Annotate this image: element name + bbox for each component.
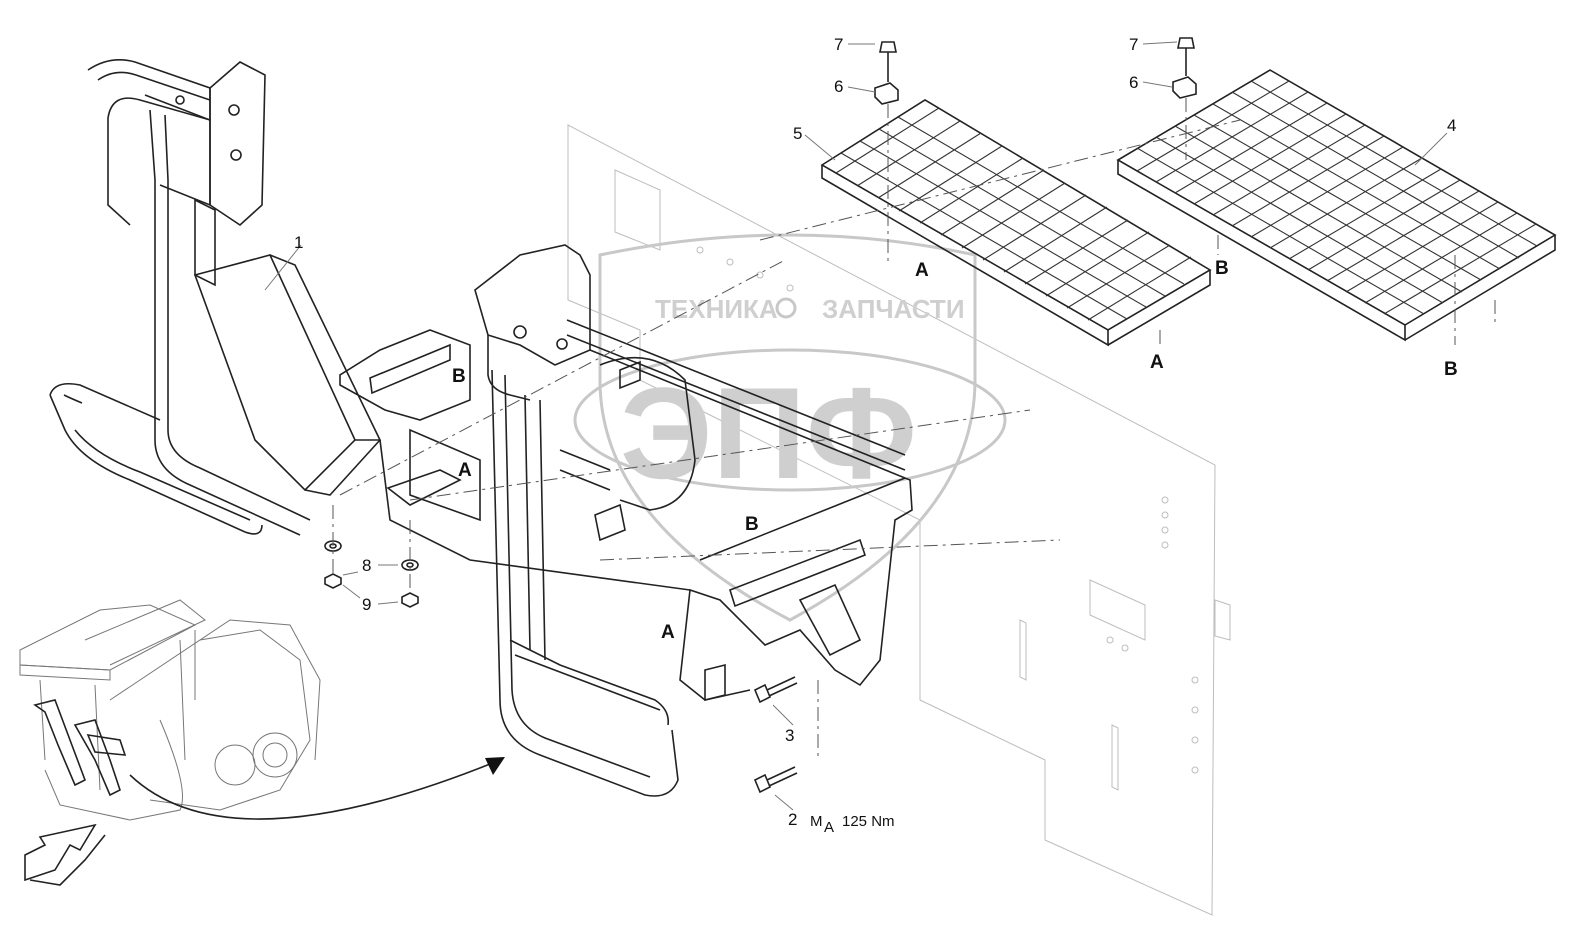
step-ladder-center bbox=[379, 244, 913, 797]
part-label: 9 bbox=[362, 595, 371, 614]
torque-symbol: M bbox=[810, 813, 823, 830]
part-label: 7 bbox=[1129, 35, 1138, 54]
reference-letter-b: B bbox=[1444, 359, 1458, 380]
leader-lines bbox=[264, 41, 1448, 811]
reference-letter-b: B bbox=[745, 514, 759, 535]
mounting-plate bbox=[567, 124, 1231, 916]
reference-letter-b: B bbox=[452, 366, 466, 387]
part-label: 3 bbox=[785, 726, 794, 745]
part-label: 7 bbox=[834, 35, 843, 54]
machine-location-inset bbox=[19, 599, 505, 886]
clamp-bolt-right bbox=[1172, 37, 1197, 99]
reference-letter-b: B bbox=[1215, 258, 1229, 279]
gear-icon bbox=[775, 297, 797, 319]
part-label: 8 bbox=[362, 556, 371, 575]
torque-spec: M A 125 Nm bbox=[810, 813, 895, 836]
part-label: 5 bbox=[793, 124, 802, 143]
reference-letter-a: A bbox=[915, 260, 929, 281]
step-ladder-left bbox=[49, 59, 471, 536]
screw-2 bbox=[753, 766, 798, 794]
part-label: 1 bbox=[294, 233, 303, 252]
torque-subscript: A bbox=[824, 819, 834, 836]
axis-lines bbox=[332, 98, 1496, 760]
watermark-text-right: ЗАПЧАСТИ bbox=[822, 294, 965, 324]
clamp-bolt-left bbox=[874, 41, 899, 105]
grating-5 bbox=[820, 99, 1212, 347]
screw-3 bbox=[753, 676, 798, 704]
part-label: 2 bbox=[788, 810, 797, 829]
reference-letter-a: A bbox=[1150, 352, 1164, 373]
part-label: 4 bbox=[1447, 116, 1456, 135]
reference-letter-a: A bbox=[458, 460, 472, 481]
torque-value: 125 Nm bbox=[842, 813, 895, 830]
washers-nuts bbox=[324, 540, 419, 608]
grating-4 bbox=[1116, 69, 1557, 342]
reference-letter-a: A bbox=[661, 622, 675, 643]
watermark-text-left: ТЕХНИКА bbox=[655, 294, 778, 324]
part-label: 6 bbox=[1129, 73, 1138, 92]
part-label: 6 bbox=[834, 77, 843, 96]
watermark-big-text: ЭПФ bbox=[620, 360, 917, 506]
watermark: ТЕХНИКА ЗАПЧАСТИ ЭПФ bbox=[573, 233, 1007, 622]
